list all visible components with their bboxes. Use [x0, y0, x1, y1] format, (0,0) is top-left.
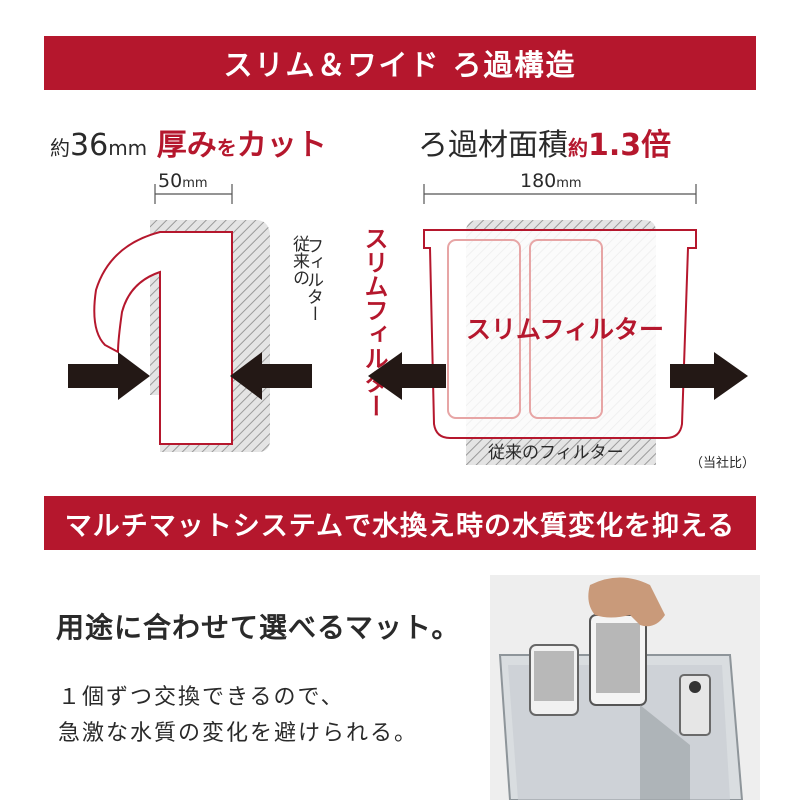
left-dimension-value: 50	[158, 170, 183, 192]
comparison-note: （当社比）	[690, 456, 756, 471]
caption-body: １個ずつ交換できるので、 急激な水質の変化を避けられる。	[58, 680, 418, 752]
left-dimension-unit: mm	[182, 176, 208, 191]
arrow-left-icon	[230, 352, 312, 400]
left-dimension-line	[154, 184, 233, 204]
outward-arrows	[368, 352, 748, 400]
right-dimension-line	[423, 184, 697, 204]
caption-title: 用途に合わせて選べるマット。	[56, 611, 461, 644]
right-heading-text: ろ過材面積	[418, 128, 568, 163]
left-heading-emphasis-b: カット	[236, 128, 327, 163]
left-heading: 約36mm 厚みをカット	[50, 120, 327, 164]
left-heading-unit: mm	[108, 136, 148, 160]
right-heading-emphasis: 1.3倍	[588, 128, 672, 163]
right-heading: ろ過材面積約1.3倍	[418, 120, 671, 164]
product-photo	[490, 575, 760, 800]
cartridge-right	[529, 239, 603, 419]
arrow-right-icon	[68, 352, 150, 400]
top-banner: スリム＆ワイド ろ過構造	[44, 36, 756, 90]
left-heading-particle: を	[216, 136, 237, 160]
caption-line-1: １個ずつ交換できるので、	[58, 685, 345, 710]
left-dimension-label: 50mm	[158, 170, 208, 192]
left-heading-number: 36	[70, 128, 109, 163]
conventional-front-label: 従来のフィルター	[488, 443, 624, 463]
right-dimension-unit: mm	[556, 176, 582, 191]
arrow-left-outward-icon	[368, 352, 446, 400]
middle-banner-text: マルチマットシステムで水換え時の水質変化を抑える	[64, 510, 736, 542]
left-heading-prefix: 約	[50, 136, 70, 160]
cartridge-left	[447, 239, 521, 419]
right-dimension-label: 180mm	[520, 170, 582, 192]
slim-filter-front-label: スリムフィルター	[466, 315, 664, 344]
top-banner-text: スリム＆ワイド ろ過構造	[223, 48, 577, 82]
inward-arrows	[68, 352, 312, 400]
slim-filter-front-shape	[423, 229, 697, 439]
right-heading-prefix: 約	[568, 136, 588, 160]
caption-line-2: 急激な水質の変化を避けられる。	[58, 721, 419, 746]
middle-banner: マルチマットシステムで水換え時の水質変化を抑える	[44, 496, 756, 550]
filter-diagrams: スリムフィルター 従来の フィルター スリムフィルター 従来のフィルター	[68, 184, 748, 465]
slim-filter-side-shape	[93, 231, 233, 445]
left-heading-emphasis-a: 厚み	[156, 128, 217, 163]
right-dimension-value: 180	[520, 170, 557, 192]
arrow-right-outward-icon	[670, 352, 748, 400]
